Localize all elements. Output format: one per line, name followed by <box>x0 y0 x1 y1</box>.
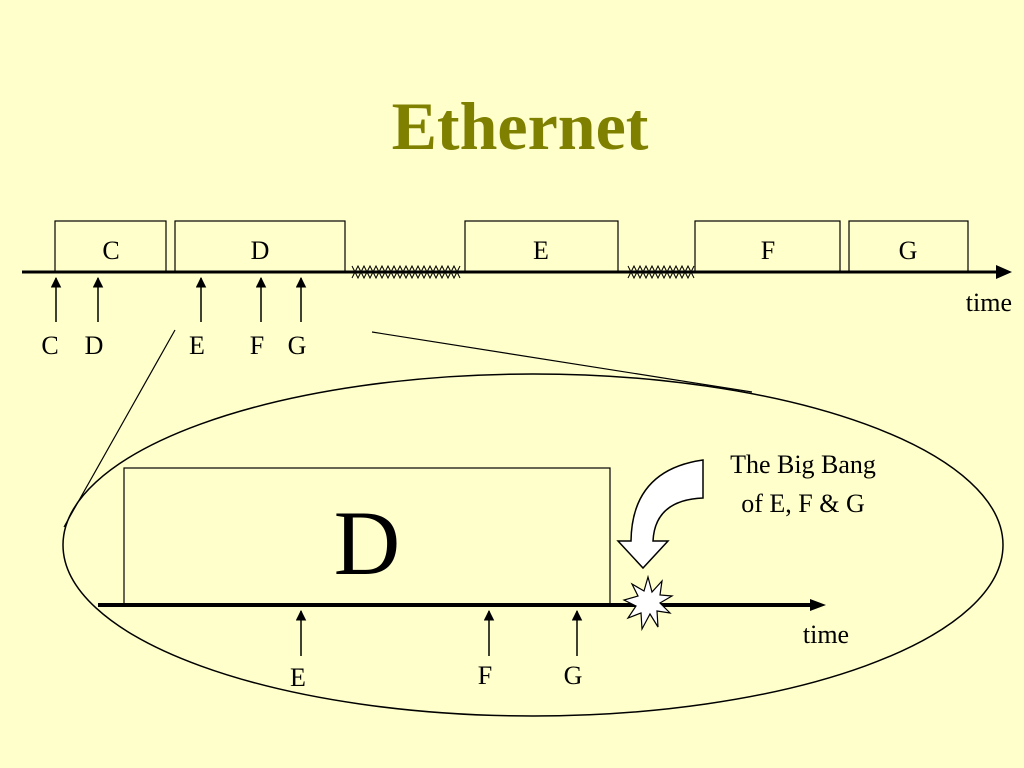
frame-box-g <box>848 220 969 273</box>
zoom-arrival-label-f: F <box>478 661 492 690</box>
idle-squiggle-1 <box>351 264 461 280</box>
zoom-ellipse <box>62 373 1004 717</box>
arrival-label-c: C <box>41 331 58 360</box>
frame-box-f <box>694 220 841 273</box>
arrival-label-g: G <box>288 331 307 360</box>
zoomed-timeline: D E F G time The Big Bang of E, F & G <box>98 450 876 692</box>
frame-label-c: C <box>102 236 119 265</box>
frame-box-c <box>54 220 167 273</box>
frame-label-f: F <box>761 236 775 265</box>
frame-label-d: D <box>251 236 270 265</box>
zoom-projection-right <box>371 331 753 393</box>
arrival-label-f: F <box>250 331 264 360</box>
frame-box-e <box>464 220 619 273</box>
callout-text-line2: of E, F & G <box>741 489 865 518</box>
zoom-axis-label: time <box>803 620 849 649</box>
top-timeline: C D E F G C D E F G time <box>22 220 1012 360</box>
frame-box-d <box>174 220 346 273</box>
callout-text-line1: The Big Bang <box>730 450 876 479</box>
top-axis-arrowhead <box>996 265 1012 279</box>
zoom-axis-arrowhead <box>810 599 826 611</box>
zoom-arrival-label-g: G <box>564 661 583 690</box>
slide-title: Ethernet <box>391 88 649 164</box>
idle-squiggle-2 <box>627 264 695 280</box>
frame-label-e: E <box>533 236 549 265</box>
curved-down-arrow-icon <box>616 459 704 570</box>
arrival-label-e: E <box>189 331 205 360</box>
collision-starburst-icon <box>622 574 674 632</box>
zoom-frame-label-d: D <box>334 492 400 594</box>
top-axis-label: time <box>966 288 1012 317</box>
frame-label-g: G <box>899 236 918 265</box>
zoom-projection-left <box>63 329 176 528</box>
arrival-label-d: D <box>85 331 104 360</box>
zoom-arrival-label-e: E <box>290 663 306 692</box>
